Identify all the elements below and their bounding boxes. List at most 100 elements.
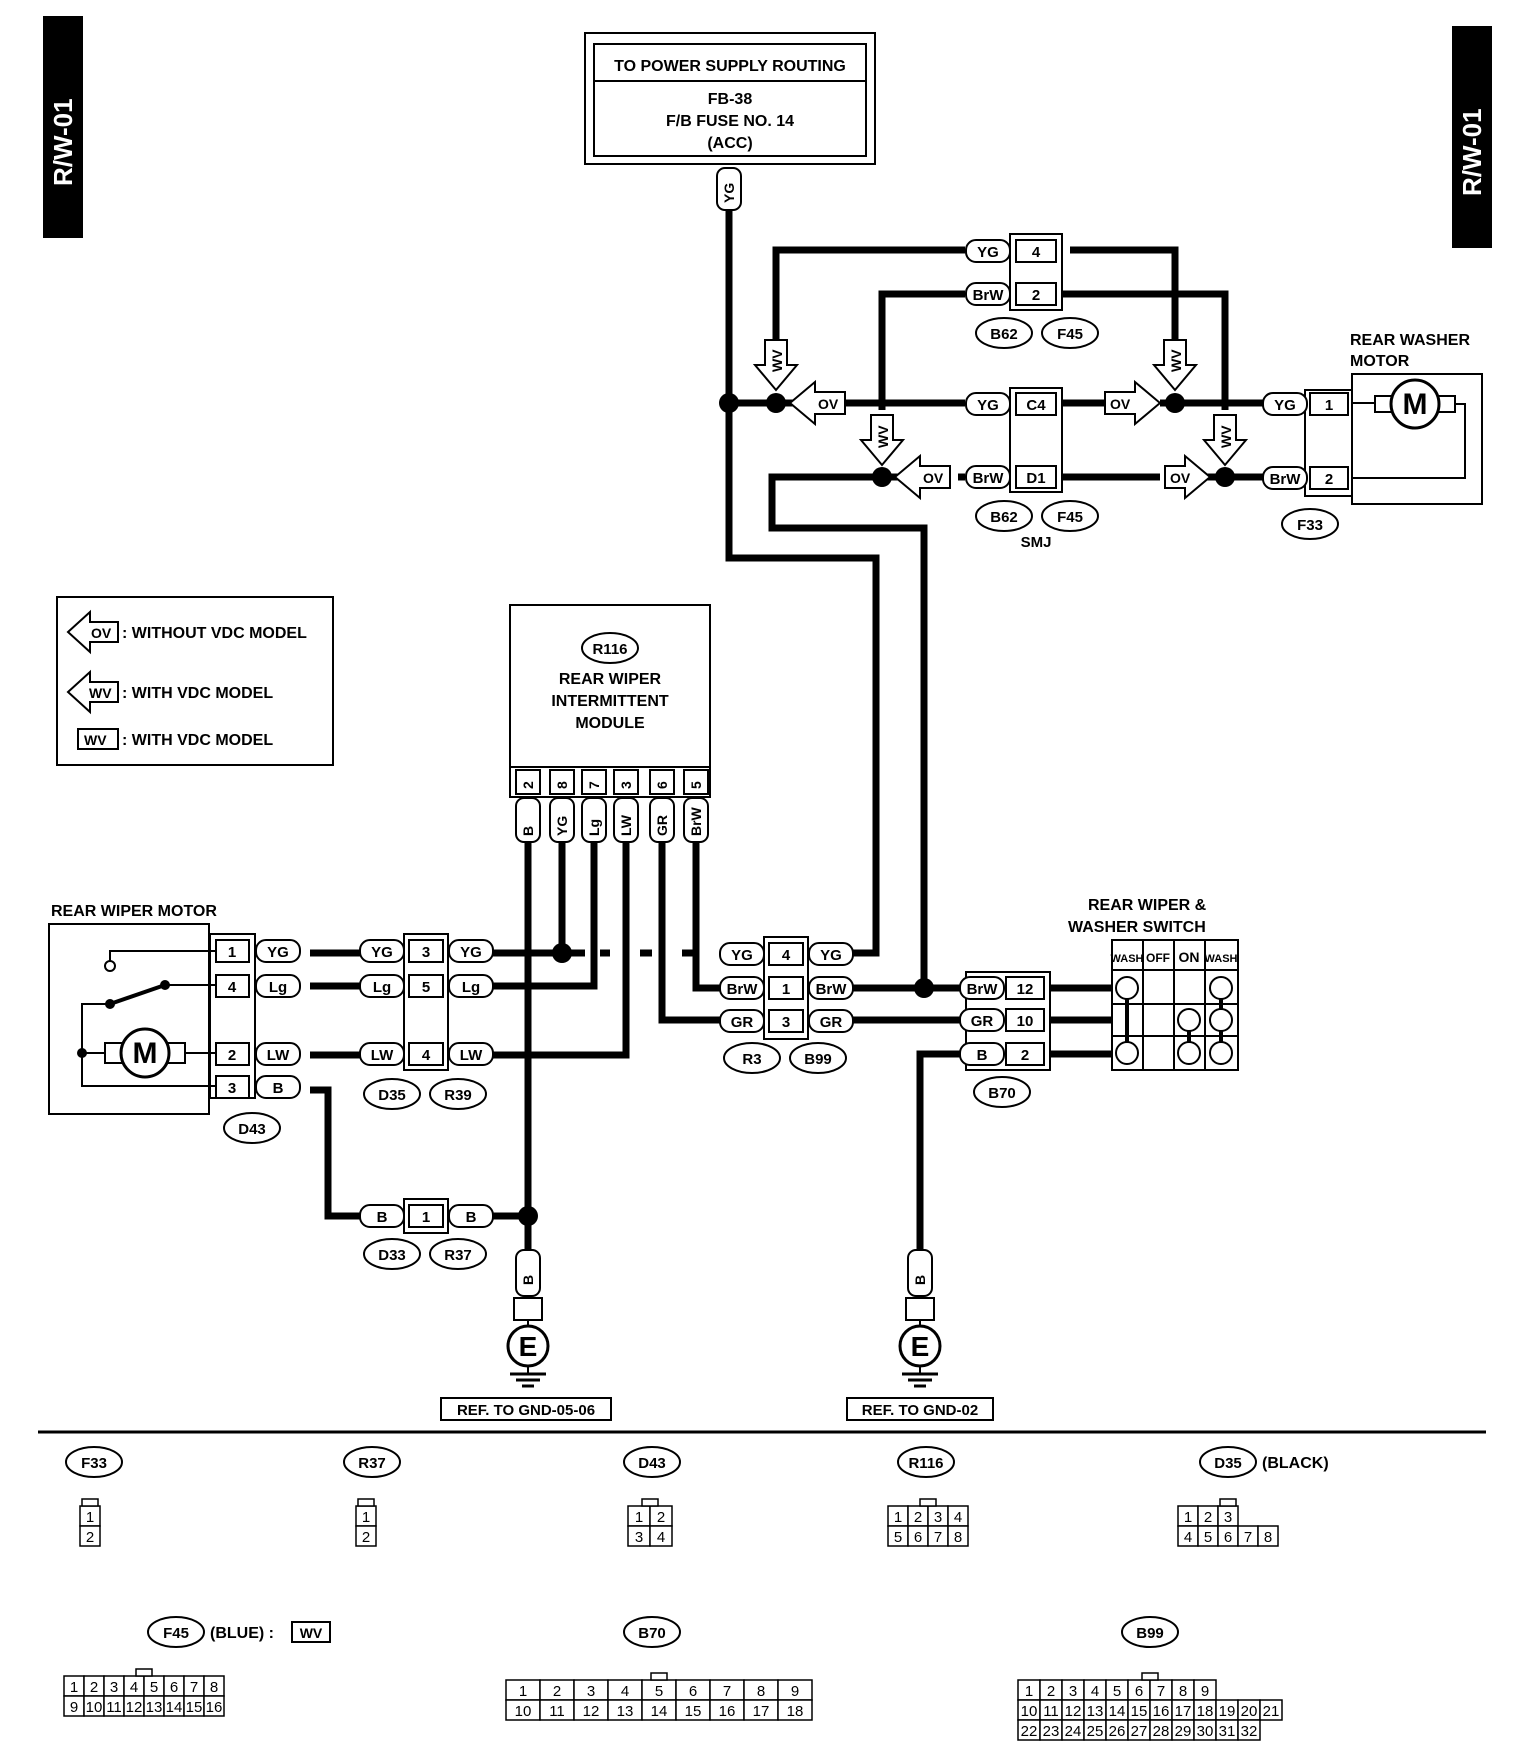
svg-text:18: 18 [787, 1703, 804, 1720]
svg-text:R39: R39 [444, 1087, 472, 1104]
svg-text:6: 6 [1135, 1683, 1143, 1700]
module-pin: 3 [613, 769, 639, 795]
wv-arrow-down-4: WV [1201, 414, 1249, 467]
svg-text:R116: R116 [908, 1455, 943, 1472]
svg-text:6: 6 [689, 1683, 697, 1700]
svg-text:2: 2 [90, 1679, 98, 1696]
svg-text:Lg: Lg [269, 979, 287, 996]
svg-text:1: 1 [635, 1509, 643, 1526]
svg-text:25: 25 [1087, 1723, 1104, 1740]
svg-text:B70: B70 [638, 1625, 666, 1642]
svg-text:B: B [377, 1209, 388, 1226]
svg-text:BrW: BrW [967, 981, 999, 998]
svg-text:(ACC): (ACC) [707, 135, 752, 152]
module-pin: 2 [515, 769, 541, 795]
svg-text:YG: YG [267, 944, 289, 961]
svg-text:5: 5 [1204, 1529, 1212, 1546]
wiper-washer-switch: REAR WIPER & WASHER SWITCH 12 10 2 BrW G… [959, 897, 1239, 1108]
svg-text:BrW: BrW [688, 806, 704, 836]
svg-text:M: M [133, 1037, 158, 1070]
svg-text:LW: LW [460, 1047, 483, 1064]
svg-text:B: B [520, 1275, 536, 1285]
svg-text:8: 8 [1179, 1683, 1187, 1700]
svg-text:YG: YG [721, 183, 737, 203]
svg-text:22: 22 [1021, 1723, 1038, 1740]
wv-arrow-down-2: WV [1151, 339, 1199, 392]
svg-text:B: B [912, 1275, 928, 1285]
svg-text:REAR WASHER: REAR WASHER [1350, 332, 1470, 349]
svg-text:19: 19 [1219, 1703, 1236, 1720]
svg-text:WV: WV [89, 685, 112, 701]
junction-smj: C4 D1 YG BrW B62 F45 SMJ [965, 387, 1099, 551]
svg-text:3: 3 [422, 944, 430, 961]
junction-b62-f45-top: 4 2 YG BrW B62 F45 [965, 233, 1099, 349]
svg-text:4: 4 [954, 1509, 962, 1526]
svg-text:17: 17 [1175, 1703, 1192, 1720]
svg-text:7: 7 [190, 1679, 198, 1696]
svg-text:YG: YG [731, 947, 753, 964]
svg-text:13: 13 [617, 1703, 634, 1720]
svg-text:D35: D35 [1214, 1455, 1242, 1472]
svg-text:YG: YG [460, 944, 482, 961]
svg-text:6: 6 [170, 1679, 178, 1696]
svg-text:F45: F45 [1057, 509, 1083, 526]
svg-text:13: 13 [146, 1699, 163, 1716]
power-supply-box: TO POWER SUPPLY ROUTING FB-38 F/B FUSE N… [584, 32, 876, 165]
svg-text:4: 4 [782, 947, 791, 964]
svg-text:YG: YG [371, 944, 393, 961]
svg-text:24: 24 [1065, 1723, 1082, 1740]
svg-text:F45: F45 [163, 1625, 189, 1642]
svg-text:30: 30 [1197, 1723, 1214, 1740]
svg-text:20: 20 [1241, 1703, 1258, 1720]
svg-text:: WITHOUT VDC MODEL: : WITHOUT VDC MODEL [122, 625, 307, 642]
svg-text:B: B [466, 1209, 477, 1226]
svg-text:B: B [977, 1047, 988, 1064]
svg-text:WASHER SWITCH: WASHER SWITCH [1068, 919, 1206, 936]
svg-text:R/W-01: R/W-01 [48, 98, 78, 186]
svg-text:10: 10 [86, 1699, 103, 1716]
module-pin: 7 [581, 769, 607, 795]
svg-text:Lg: Lg [462, 979, 480, 996]
svg-text:3: 3 [587, 1683, 595, 1700]
module-wire-label: B [515, 797, 541, 843]
svg-text:1: 1 [422, 1209, 430, 1226]
svg-text:(BLACK): (BLACK) [1262, 1455, 1329, 1472]
svg-text:4: 4 [621, 1683, 629, 1700]
svg-text:D43: D43 [638, 1455, 666, 1472]
svg-text:WV: WV [1168, 349, 1184, 372]
svg-text:16: 16 [206, 1699, 223, 1716]
svg-text:BrW: BrW [816, 981, 848, 998]
svg-text:GR: GR [971, 1013, 994, 1030]
module-wire-label: Lg [581, 797, 607, 843]
ov-arrow-right-1: OV [1104, 379, 1162, 427]
svg-text:C4: C4 [1026, 397, 1046, 414]
svg-text:18: 18 [1197, 1703, 1214, 1720]
svg-text:F45: F45 [1057, 326, 1083, 343]
svg-text:YG: YG [820, 947, 842, 964]
ov-arrow-left-1: OV [788, 379, 846, 427]
svg-text:5: 5 [894, 1529, 902, 1546]
svg-text:TO POWER SUPPLY ROUTING: TO POWER SUPPLY ROUTING [614, 58, 846, 75]
svg-text:9: 9 [70, 1699, 78, 1716]
svg-text:FB-38: FB-38 [708, 91, 753, 108]
svg-text:OV: OV [1110, 396, 1131, 412]
svg-text:2: 2 [657, 1509, 665, 1526]
svg-text:B: B [273, 1080, 284, 1097]
svg-text:4: 4 [130, 1679, 138, 1696]
svg-text:REAR WIPER: REAR WIPER [559, 671, 662, 688]
svg-text:F33: F33 [81, 1455, 107, 1472]
svg-text:R/W-01: R/W-01 [1457, 108, 1487, 196]
svg-text:7: 7 [586, 781, 602, 789]
svg-text:21: 21 [1263, 1703, 1280, 1720]
svg-text:8: 8 [954, 1529, 962, 1546]
svg-text:D33: D33 [378, 1247, 406, 1264]
svg-text:BrW: BrW [973, 287, 1005, 304]
svg-text:WASH: WASH [1205, 953, 1238, 965]
svg-text:2: 2 [1032, 287, 1040, 304]
svg-text:R37: R37 [358, 1455, 386, 1472]
svg-text:5: 5 [422, 979, 430, 996]
